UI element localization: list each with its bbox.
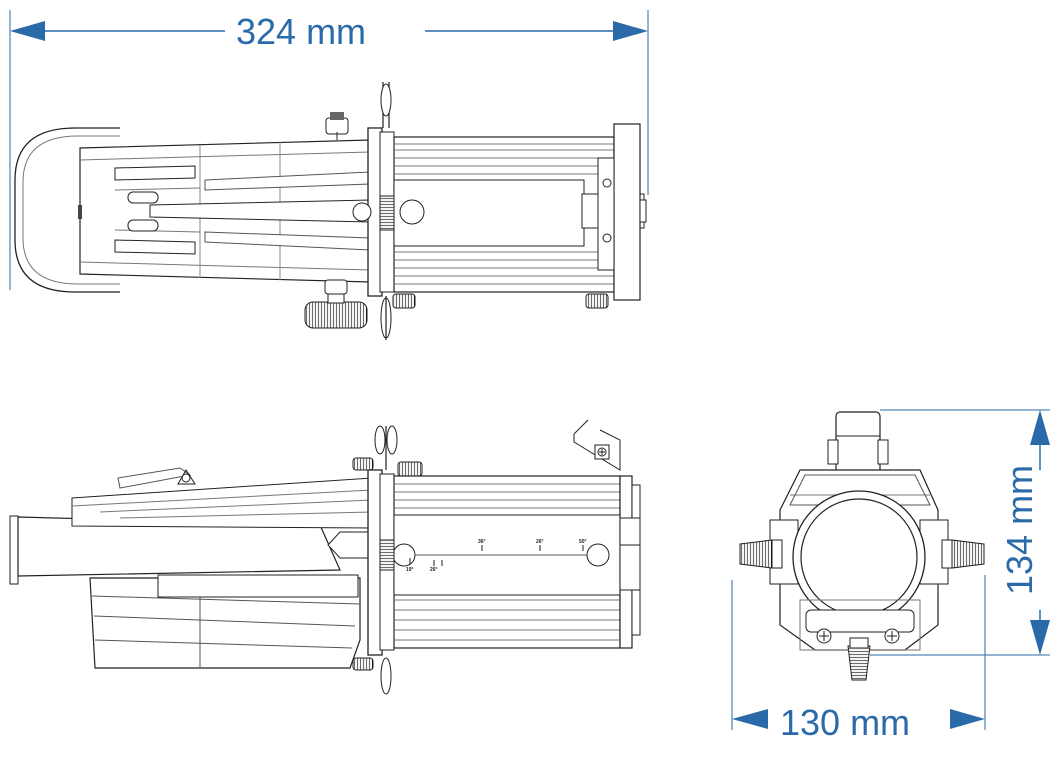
arrow-right-icon: [950, 709, 985, 729]
rear-handle: [14, 127, 120, 293]
zoom-slot: [393, 179, 585, 247]
knurled-knob-right: [951, 539, 985, 569]
cooling-fin: [114, 239, 196, 255]
scale-mark: 19°: [406, 567, 414, 573]
arrow-right-icon: [613, 21, 648, 41]
lens-pin-top: [374, 425, 386, 455]
scale-mark: 50°: [579, 539, 587, 545]
front-view: [739, 411, 985, 681]
focus-lock: [379, 195, 395, 231]
scale-mark: 26°: [536, 539, 544, 545]
arrow-left-icon: [10, 21, 45, 41]
height-dimension-label: 134 mm: [999, 464, 1040, 595]
rear-housing-top: [71, 477, 373, 529]
focus-knob-top: [397, 461, 423, 477]
scale-mark: 36°: [478, 539, 486, 545]
lens-pin-top: [386, 425, 398, 455]
focus-knob: [586, 543, 610, 567]
lens-pin-top: [380, 83, 392, 117]
lamp-socket: [157, 574, 359, 598]
yoke-end: [9, 515, 19, 585]
knurled-knob-left: [739, 539, 773, 569]
lens-pin-bottom: [380, 657, 392, 695]
rear-handle-inner: [22, 135, 120, 285]
vent-slot: [127, 219, 159, 232]
mounting-screw: [352, 202, 372, 222]
scale-mark: 26°: [430, 567, 438, 573]
barrel-ribs: [394, 483, 620, 641]
focus-lock: [379, 539, 395, 571]
lens: [800, 498, 918, 616]
focus-knob: [585, 293, 609, 309]
scale-labels: 19° 26° 36° 26° 50°: [406, 539, 587, 573]
zoom-knob: [392, 543, 416, 567]
barrel-ribs: [394, 143, 614, 285]
tilt-lock-knob: [325, 117, 349, 135]
length-dimension-label: 324 mm: [236, 11, 367, 52]
cooling-fin: [114, 165, 196, 181]
focus-knob: [392, 293, 416, 309]
arrow-down-icon: [1030, 620, 1050, 655]
arrow-up-icon: [1030, 410, 1050, 445]
front-flange: [613, 123, 641, 301]
side-view: 19° 26° 36° 26° 50°: [9, 419, 641, 695]
dimension-lines: [9, 10, 1050, 730]
gobo-holder: [597, 157, 615, 271]
knurled-knob-bottom: [847, 645, 871, 681]
zoom-knob-bottom: [352, 657, 374, 671]
safety-hook: [573, 419, 621, 471]
bottom-plate: [805, 609, 915, 633]
tilt-lock-knob: [324, 279, 348, 295]
top-view: [14, 82, 647, 340]
zoom-knob: [399, 199, 425, 225]
gobo-slot: [619, 517, 641, 591]
width-dimension-label: 130 mm: [780, 702, 911, 743]
knurled-knob-bottom: [304, 301, 368, 329]
arrow-left-icon: [732, 709, 768, 729]
vent-slot: [127, 191, 159, 204]
zoom-knob-top: [352, 457, 374, 471]
scale-ticks: [409, 545, 584, 566]
